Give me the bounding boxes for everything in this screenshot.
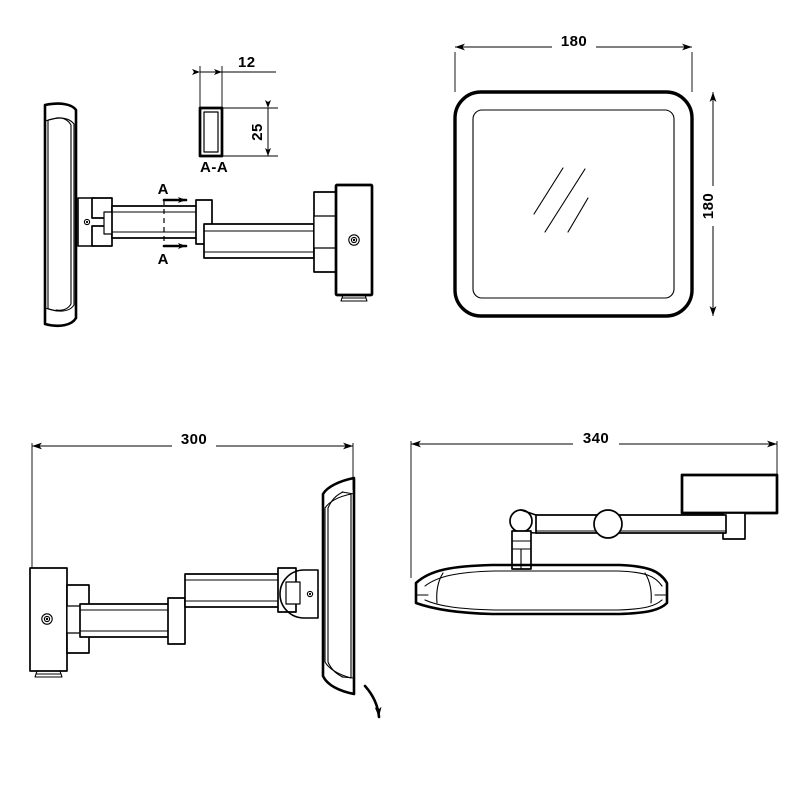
plan-pivot-hub [279, 569, 319, 619]
section-marker-a-bottom: A [158, 251, 169, 268]
reach-label-bg [573, 430, 619, 447]
total-reach-label: 340 [583, 430, 609, 447]
mirror-panel-outer-profile [43, 102, 78, 328]
top-near-pivot-link-top [520, 509, 537, 516]
section-inner-rect [203, 111, 219, 153]
wall-plate-screw-outer [348, 234, 360, 246]
reflection-line-2 [544, 168, 586, 233]
top-arm-bar [535, 514, 727, 534]
plan-plate-screw-outer [41, 613, 53, 625]
section-width-label: 12 [238, 54, 256, 71]
mirror-panel-edge-line [55, 117, 72, 311]
arm-segment-two [203, 223, 315, 259]
plan-mirror-outer-profile [321, 476, 356, 696]
mirror-height-label-bg [704, 186, 722, 226]
reflection-line-3 [567, 197, 589, 233]
section-marker-a-top: A [158, 181, 169, 198]
wall-plate-screw-center [352, 238, 356, 242]
mirror-bottom-bevel [44, 307, 58, 312]
plan-mirror-top-bevel [341, 491, 355, 495]
top-mirror-left-seam [436, 572, 444, 604]
side-elevation-view-group: A A [43, 102, 374, 328]
pivot-hub-center-dot [85, 220, 89, 224]
mirror-panel-inner-profile [47, 117, 75, 312]
mirror-top-bevel [44, 117, 58, 122]
top-wall-plate [680, 473, 779, 515]
top-mirror-outer-profile [414, 563, 669, 616]
section-height-label: 25 [249, 123, 266, 141]
plan-arm-upper [184, 573, 292, 608]
top-mirror-right-seam [644, 572, 652, 604]
top-mirror-inner-lower [424, 599, 663, 611]
plan-plate-screw-center [45, 617, 49, 621]
pivot-hub-center-hole [83, 218, 91, 226]
mirror-frame-band [453, 90, 694, 318]
plan-pivot-hole [306, 590, 314, 598]
extension-length-label: 300 [181, 431, 207, 448]
plan-mirror-edge-line [327, 491, 344, 678]
extension-label-bg [172, 431, 216, 448]
mirror-height-label: 180 [700, 193, 717, 219]
plan-mirror-knuckle-inner [285, 581, 301, 605]
wall-plate-screw-mid [350, 236, 358, 244]
plan-plate-screw-mid [43, 615, 51, 623]
plan-elbow-collar [167, 597, 186, 645]
mirror-width-label-bg [552, 33, 596, 50]
wall-side-collar-inner [313, 215, 337, 249]
mirror-width-label: 180 [561, 33, 587, 50]
plan-mirror-inner-profile [324, 493, 352, 679]
top-mirror-inner-upper [424, 570, 663, 587]
rotation-arrow [363, 684, 382, 719]
plan-pivot-dot [308, 592, 312, 596]
top-plan-view-group: 340 [410, 430, 779, 616]
plan-extended-view-group: 300 [29, 431, 382, 719]
front-elevation-view-group: 180 180 [453, 33, 722, 318]
arm-segment-one [111, 205, 211, 239]
reflection-line-1 [533, 167, 564, 215]
top-mid-pivot [593, 509, 623, 539]
plan-mirror-bottom-bevel [341, 676, 355, 679]
section-a-a-detail-group: 12 25 A-A [192, 54, 278, 176]
mirror-glass-surface [472, 109, 675, 299]
section-name-label: A-A [200, 159, 228, 176]
plan-wall-plate [29, 567, 68, 672]
